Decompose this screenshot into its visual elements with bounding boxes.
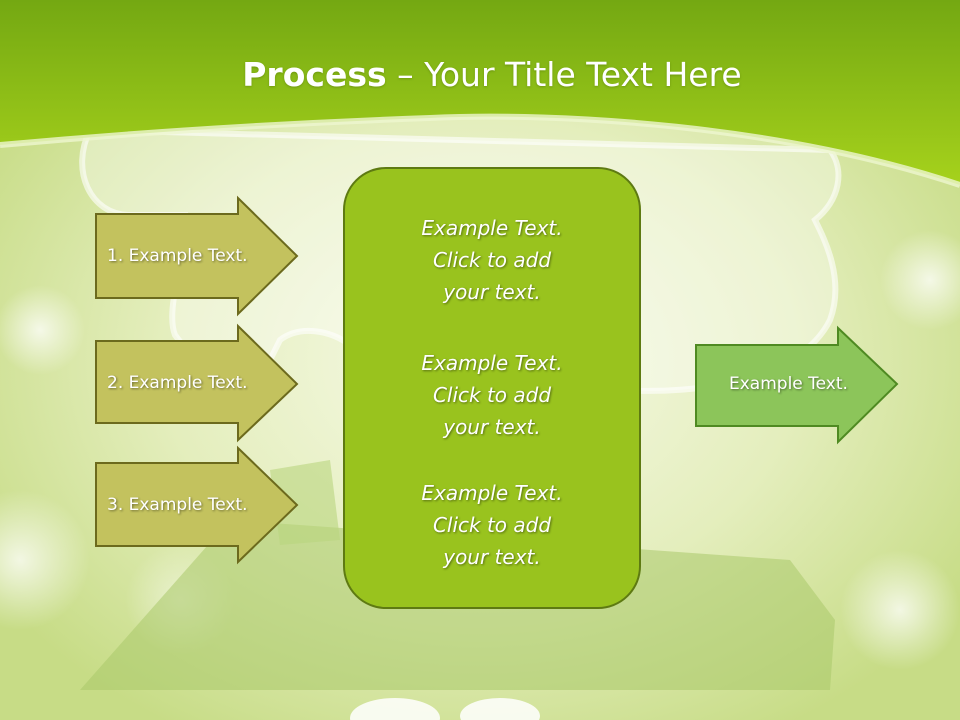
- center-text-line: Click to add: [432, 248, 552, 272]
- center-text-block-2: Example Text. Click to add your text.: [344, 347, 640, 443]
- center-text-line: your text.: [443, 280, 541, 304]
- center-text-line: Example Text.: [421, 351, 563, 375]
- input-arrow-1[interactable]: [95, 195, 299, 317]
- slide-title: Process – Your Title Text Here: [0, 52, 960, 98]
- center-text-line: Click to add: [432, 513, 552, 537]
- center-text-block-1: Example Text. Click to add your text.: [344, 212, 640, 308]
- input-arrow-3-label: 3. Example Text.: [107, 495, 248, 515]
- center-text-line: your text.: [443, 545, 541, 569]
- input-arrow-1-label: 1. Example Text.: [107, 246, 248, 266]
- title-rest: – Your Title Text Here: [386, 55, 742, 94]
- output-arrow-label: Example Text.: [729, 374, 848, 394]
- input-arrow-2[interactable]: [95, 323, 299, 443]
- center-text-line: Example Text.: [421, 216, 563, 240]
- center-box[interactable]: [343, 167, 641, 609]
- center-text-line: Example Text.: [421, 481, 563, 505]
- center-text-line: Click to add: [432, 383, 552, 407]
- title-bold: Process: [242, 55, 387, 94]
- input-arrow-2-label: 2. Example Text.: [107, 373, 248, 393]
- input-arrow-3[interactable]: [95, 445, 299, 565]
- center-text-block-3: Example Text. Click to add your text.: [344, 477, 640, 573]
- output-arrow[interactable]: [695, 325, 899, 445]
- center-text-line: your text.: [443, 415, 541, 439]
